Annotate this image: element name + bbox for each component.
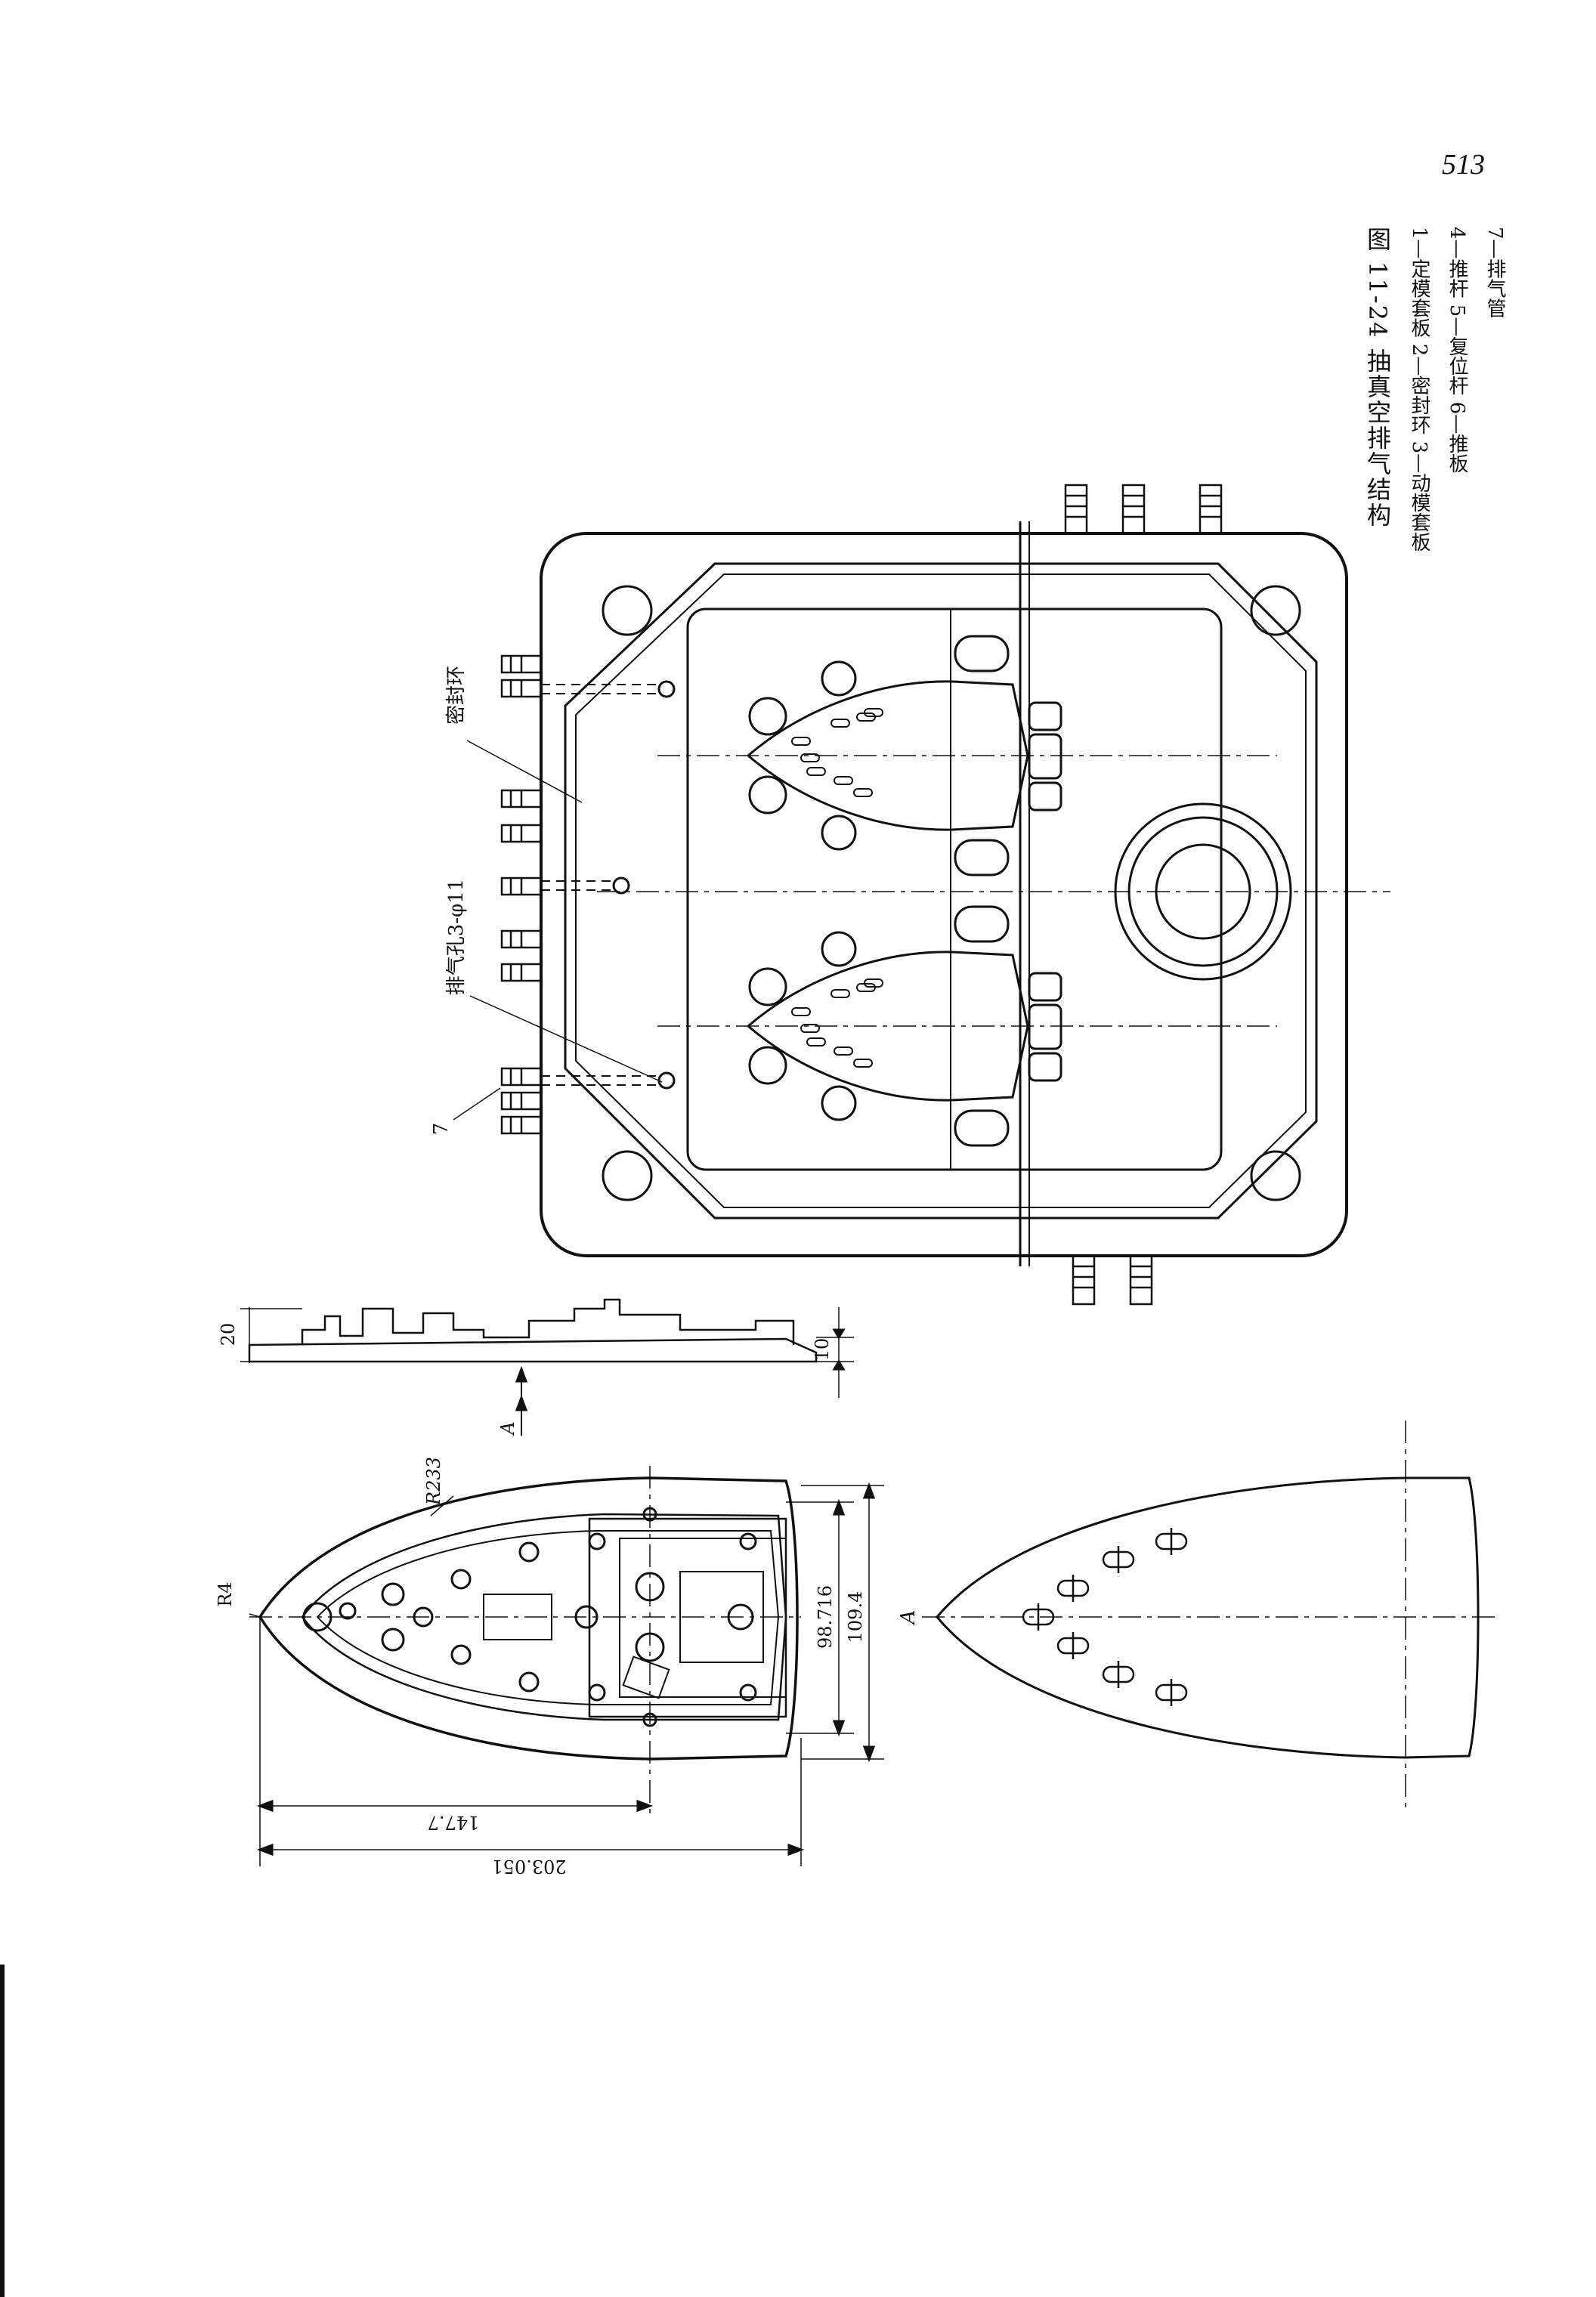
caption-legend-line-1: 1—定模套板 2—密封环 3—动模套板 xyxy=(1408,227,1431,552)
dimension-R233: R233 xyxy=(423,1457,444,1506)
dimension-R4: R4 xyxy=(215,1581,236,1606)
view-a-label: A xyxy=(897,1610,920,1626)
caption-legend-line-3: 7—排气管 xyxy=(1483,227,1506,318)
vent-hole-label: 排气孔3-φ11 xyxy=(445,879,468,996)
dimension-1094: 109.4 xyxy=(845,1591,866,1643)
dimension-10: 10 xyxy=(812,1338,833,1362)
cavity-1 xyxy=(746,635,1062,876)
page-number: 513 xyxy=(1442,149,1485,181)
side-view xyxy=(240,1298,854,1398)
view-a-sole xyxy=(922,1421,1496,1813)
scan-edge xyxy=(0,1965,5,2297)
mold-plate xyxy=(453,484,1390,1306)
caption-legend-line-2: 4—推杆 5—复位杆 6—推板 xyxy=(1446,227,1468,474)
figure-caption: 图 11-24 抽真空排气结构 1—定模套板 2—密封环 3—动模套板 4—推杆… xyxy=(1360,227,1534,552)
dimension-20: 20 xyxy=(218,1323,239,1346)
cavity-2 xyxy=(746,905,1062,1147)
dimension-203051: 203.051 xyxy=(491,1856,566,1877)
dimension-98716: 98.716 xyxy=(815,1585,836,1649)
seal-ring-label: 密封环 xyxy=(445,666,468,725)
figure-title: 图 11-24 抽真空排气结构 xyxy=(1363,227,1392,528)
dimension-1477: 147.7 xyxy=(428,1812,480,1833)
view-arrow-label-a: A xyxy=(497,1421,518,1436)
plan-view xyxy=(249,1394,884,1866)
part-7-label: 7 xyxy=(430,1123,453,1136)
